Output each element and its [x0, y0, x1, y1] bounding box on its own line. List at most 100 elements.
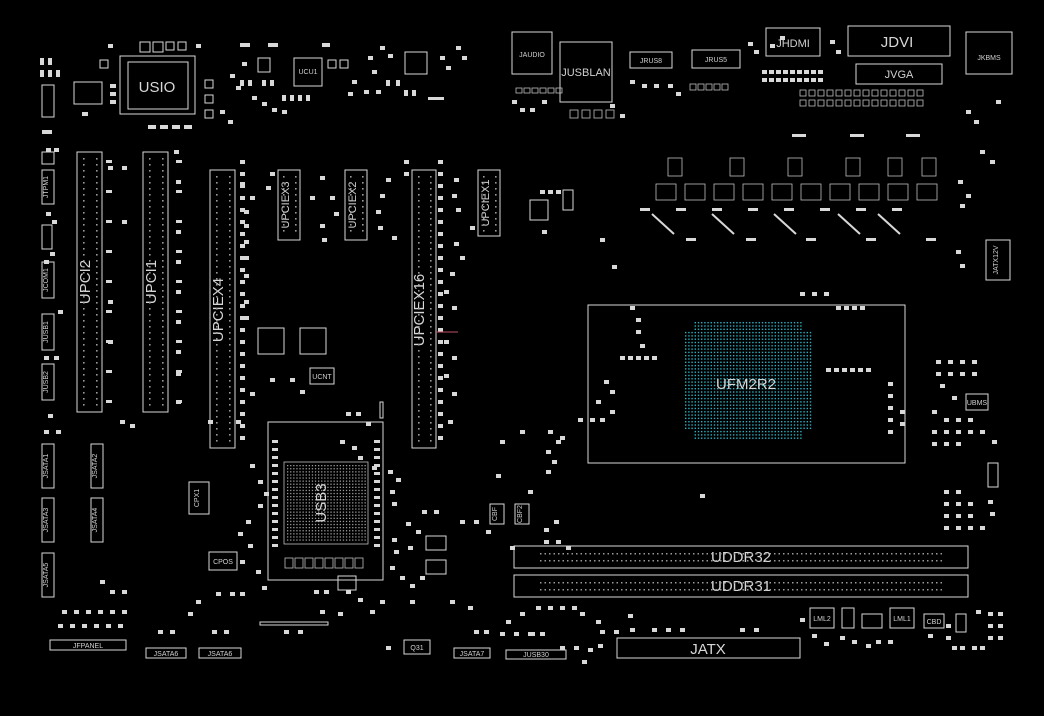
cpu-pad: [793, 430, 796, 433]
cpu-pad: [739, 364, 741, 367]
cpu-pad: [685, 338, 687, 340]
vrm-diagonal-mark: [651, 213, 675, 235]
ddr-pin: [819, 553, 821, 555]
chipset-pad: [349, 523, 351, 526]
ddr-pin: [540, 553, 542, 555]
cpu-pad: [710, 335, 712, 337]
cpu-pad: [803, 361, 805, 363]
small-smd-part: [400, 576, 405, 580]
small-smd-part: [196, 600, 201, 604]
cpu-pad: [736, 335, 738, 337]
small-smd-part: [406, 522, 411, 526]
cpos-label: CPOS: [213, 559, 233, 566]
chipset-pad: [333, 477, 335, 479]
ddr-pin: [684, 589, 686, 591]
cpu-pad: [723, 388, 725, 390]
cpu-pad: [787, 388, 789, 390]
small-smd-part: [452, 194, 457, 198]
cpu-pad: [752, 384, 754, 387]
io-pad: [776, 70, 781, 74]
jhdmi-label: JHDMI: [776, 38, 810, 50]
chipset-pad: [327, 523, 329, 526]
slot-pin: [96, 206, 98, 208]
cpu-pad: [745, 404, 748, 406]
cpu-pad: [761, 345, 764, 347]
io-cap: [916, 99, 924, 107]
cpu-pad: [800, 328, 802, 330]
cpu-pad: [790, 328, 792, 330]
cpu-pad: [739, 404, 741, 406]
ddr-pin: [630, 582, 632, 584]
cpu-pad: [761, 397, 764, 400]
cpu-pad: [713, 397, 716, 400]
cpu-pad: [733, 407, 735, 410]
ddr-pin: [742, 553, 744, 555]
small-smd-part: [248, 544, 253, 548]
cpu-pad: [806, 341, 808, 344]
vrm-pad: [856, 208, 866, 211]
slot-pin: [418, 386, 420, 388]
cpu-pad: [749, 335, 751, 337]
chipset-pad: [311, 492, 314, 495]
cpu-pad: [685, 378, 687, 380]
chipset-pad: [311, 530, 314, 532]
cpu-pad: [793, 424, 796, 426]
cpu-pad: [704, 351, 706, 354]
small-smd-part: [320, 224, 325, 228]
small-smd-part: [510, 546, 515, 550]
chipset-side-pad: [374, 512, 380, 515]
chipset-pad: [361, 492, 363, 495]
cpu-pad: [704, 348, 706, 350]
cpu-pad: [694, 391, 696, 393]
cpu-pad: [800, 361, 802, 363]
cpu-pad: [745, 364, 748, 367]
small-smd-part: [956, 502, 961, 506]
cpu-pad: [784, 364, 786, 367]
chipset-pad: [293, 468, 295, 470]
chipset-pad: [311, 536, 314, 538]
cpu-pad: [781, 388, 783, 390]
chipset-pad: [361, 483, 363, 485]
ddr-pin: [661, 589, 663, 591]
ddr-pin: [562, 553, 564, 555]
cpu-pad: [745, 338, 748, 340]
slot-pin: [162, 398, 164, 400]
cpu-pad: [781, 397, 783, 400]
cpu-pad: [701, 397, 703, 400]
ddr-pin: [805, 589, 807, 591]
ddr-pin: [558, 560, 560, 562]
ucu1-chip: UCU1: [240, 43, 444, 101]
cpu-pad: [733, 361, 735, 363]
chipset-pad: [364, 465, 366, 467]
slot-pin: [162, 206, 164, 208]
jsata5-label: JSATA5: [43, 563, 50, 588]
cpu-pad: [710, 351, 712, 354]
cpu-pad: [755, 411, 757, 413]
ddr-pin: [841, 589, 843, 591]
jsata2-label: JSATA2: [92, 454, 99, 479]
vrm-mosfet: [845, 157, 861, 177]
upciex2-slot: UPCIEX2: [344, 169, 368, 241]
cpu-pad: [717, 388, 719, 390]
ddr-pin: [760, 589, 762, 591]
cpu-pad: [771, 348, 773, 350]
ddr-pin: [868, 560, 870, 562]
small-smd-part: [548, 190, 553, 194]
slot-pin: [96, 242, 98, 244]
chipset-pad: [296, 480, 298, 482]
chipset-pad: [355, 508, 357, 510]
cpu-pad: [784, 397, 786, 400]
slot-pin: [216, 332, 218, 334]
chipset-pad: [358, 539, 360, 541]
small-smd-part: [176, 290, 181, 294]
cpu-pad: [717, 430, 719, 433]
cpu-pad: [688, 348, 690, 350]
cpu-pad: [736, 361, 738, 363]
slot-pin: [216, 248, 218, 250]
slot-pin: [229, 386, 231, 388]
io-cap: [605, 109, 615, 119]
small-parts-topleft: [40, 41, 214, 134]
cpu-pad: [729, 430, 732, 433]
cpu-pad: [784, 351, 786, 354]
ddr-pin: [684, 560, 686, 562]
